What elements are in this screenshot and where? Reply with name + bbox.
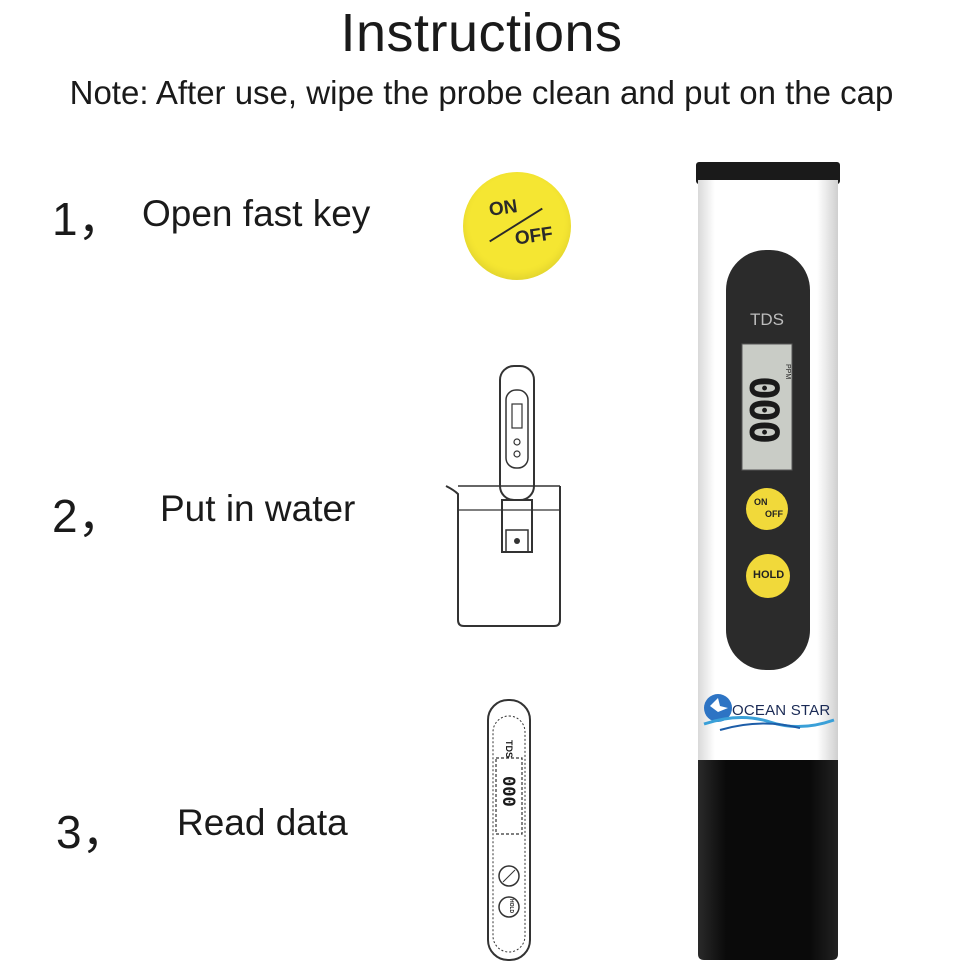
step-3-label: Read data [177, 802, 348, 843]
step-1-number: 1， [52, 193, 124, 245]
ocean-star-brand-logo: OCEAN STAR [700, 686, 836, 736]
beaker-with-meter-icon [445, 365, 561, 627]
power-on-label: ON [754, 497, 768, 507]
step-3-number: 3， [56, 806, 128, 858]
tds-meter-illustration: TDS 000 PPM ON OFF HOLD [688, 162, 848, 962]
diagram-display-digits: 000 [498, 776, 518, 807]
power-off-label: OFF [765, 509, 783, 519]
meter-power-button: ON OFF [746, 488, 788, 530]
meter-display-digits: 000 [740, 376, 786, 443]
instructions-title: Instructions [340, 3, 623, 63]
hold-label: HOLD [753, 569, 785, 581]
step-2-number: 2， [52, 490, 124, 542]
off-label: OFF [513, 223, 555, 250]
meter-hold-button: HOLD [746, 554, 790, 598]
step-2-label: Put in water [160, 488, 356, 529]
meter-tds-label: TDS [750, 310, 784, 329]
meter-unit-label: PPM [784, 364, 791, 380]
diagram-tds-label: TDS [504, 740, 514, 758]
brand-name: OCEAN STAR [732, 702, 831, 719]
diagram-hold-label: HOLD [508, 899, 514, 914]
diagram-meter-outline: TDS 000 HOLD [484, 696, 534, 964]
step-1-label: Open fast key [142, 193, 371, 234]
usage-note: Note: After use, wipe the probe clean an… [69, 74, 894, 111]
on-off-button-illustration: ON OFF [463, 172, 571, 280]
on-label: ON [487, 196, 519, 221]
